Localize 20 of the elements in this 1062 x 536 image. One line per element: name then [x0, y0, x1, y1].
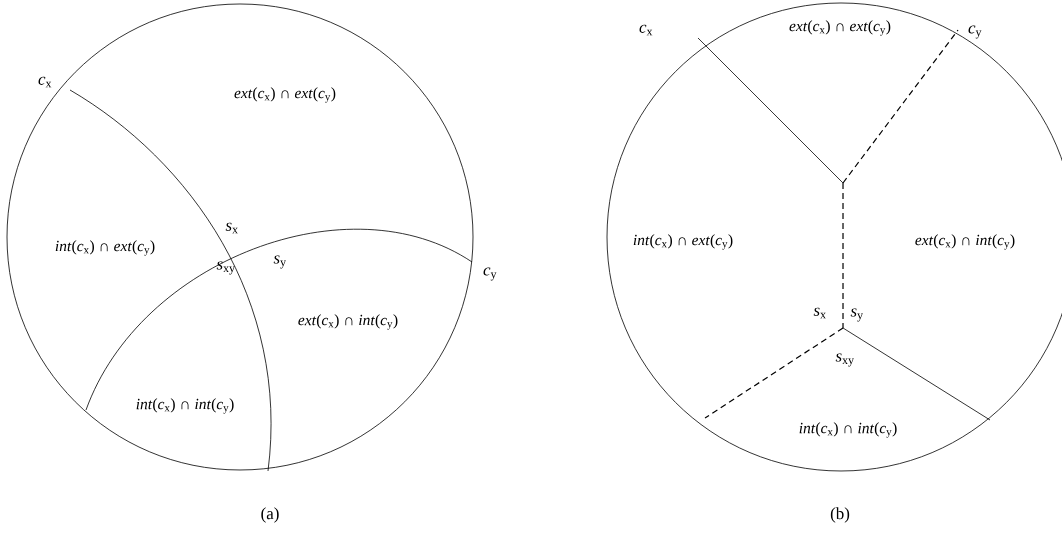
region-label: ext(c$_{x}$) ∩ ext(c$_{y}$) [234, 87, 336, 103]
point-label: s$_{x}$ [813, 307, 826, 319]
region-label: int(c$_{x}$) ∩ int(c$_{y}$) [136, 398, 234, 414]
panel-label: (b) [830, 507, 850, 523]
region-label: ext(c$_{x}$) ∩ int(c$_{y}$) [915, 234, 1015, 250]
point-label: s$_{xy}$ [216, 261, 235, 275]
region-label: int(c$_{x}$) ∩ ext(c$_{y}$) [55, 240, 155, 256]
curve-label: c$_{y}$ [968, 25, 982, 39]
point-label: s$_{y}$ [273, 255, 286, 269]
curve-label: c$_{x}$ [639, 24, 653, 36]
region-label: ext(c$_{x}$) ∩ ext(c$_{y}$) [789, 20, 891, 36]
region-label: int(c$_{x}$) ∩ ext(c$_{y}$) [633, 234, 733, 250]
point-label: s$_{xy}$ [835, 353, 854, 367]
curve-label: c$_{y}$ [483, 267, 497, 281]
point-label: s$_{x}$ [225, 222, 238, 234]
panel-label: (a) [261, 507, 279, 523]
curve-label: c$_{x}$ [38, 76, 52, 88]
region-label: ext(c$_{x}$) ∩ int(c$_{y}$) [298, 314, 398, 330]
region-label: int(c$_{x}$) ∩ int(c$_{y}$) [799, 422, 897, 438]
point-label: s$_{y}$ [850, 308, 863, 322]
